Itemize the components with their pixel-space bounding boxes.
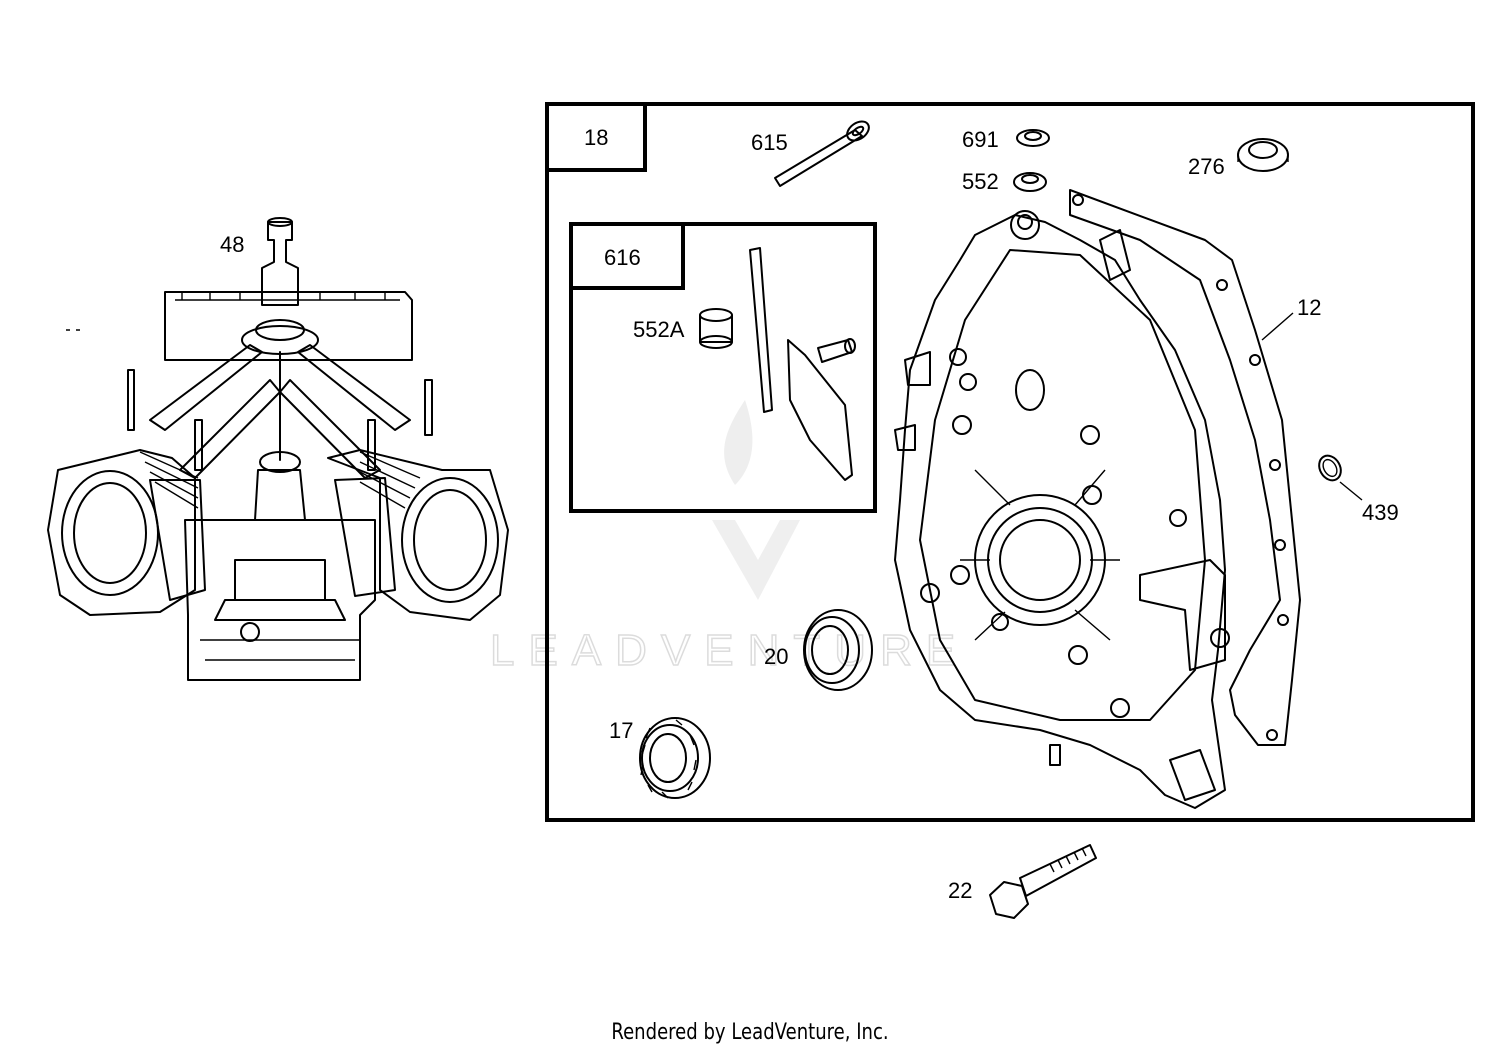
- callout-17: 17: [609, 718, 633, 743]
- bushing-part-552[interactable]: [1013, 172, 1047, 192]
- callout-22: 22: [948, 878, 972, 903]
- kit-box-18-label: 18: [584, 125, 608, 150]
- oil-seal-part-20[interactable]: [803, 609, 873, 691]
- callout-20: 20: [764, 644, 788, 669]
- washer-part-691[interactable]: [1016, 129, 1050, 147]
- callout-439: 439: [1362, 500, 1399, 525]
- callout-276: 276: [1188, 154, 1225, 179]
- callout-12: 12: [1297, 295, 1321, 320]
- callout-552: 552: [962, 169, 999, 194]
- kit-box-616: 616: [569, 222, 877, 513]
- o-ring-part-439[interactable]: [1315, 452, 1363, 501]
- kit-box-18: 18: [545, 102, 1475, 822]
- governor-shaft-assembly[interactable]: [749, 247, 856, 481]
- cotter-pin-part-615[interactable]: [774, 118, 872, 187]
- engine-block-part-48[interactable]: [47, 217, 509, 681]
- leadventure-watermark: LEADVENTURE: [489, 400, 969, 676]
- callout-552a: 552A: [633, 317, 685, 342]
- bushing-part-552a[interactable]: [699, 308, 733, 349]
- bearing-part-17[interactable]: [639, 717, 711, 799]
- gasket-part-12[interactable]: [1069, 189, 1301, 746]
- kit-box-616-label: 616: [604, 245, 641, 270]
- bolt-part-22[interactable]: [989, 844, 1097, 919]
- watermark-text: LEADVENTURE: [490, 626, 969, 675]
- callout-615: 615: [751, 130, 788, 155]
- callout-48: 48: [220, 232, 244, 257]
- crankcase-cover[interactable]: [894, 210, 1230, 809]
- callout-691: 691: [962, 127, 999, 152]
- oil-seal-part-276[interactable]: [1237, 138, 1289, 172]
- render-credit-footer: Rendered by LeadVenture, Inc.: [611, 1020, 889, 1045]
